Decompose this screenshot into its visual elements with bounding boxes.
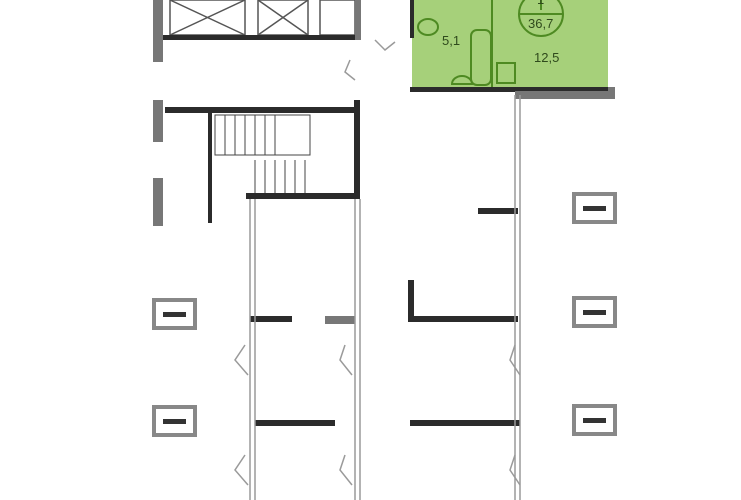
- ventilation-boxes: [152, 192, 617, 437]
- bathroom-area: 5,1: [442, 33, 461, 48]
- living-area: 12,5: [534, 50, 560, 65]
- apartment-highlight: [410, 0, 608, 91]
- stairs: [214, 114, 311, 193]
- partition-lines: [234, 39, 521, 500]
- elevator-shafts: [169, 0, 356, 36]
- rooms-count: 1: [537, 0, 544, 7]
- total-area: 36,7: [528, 16, 554, 31]
